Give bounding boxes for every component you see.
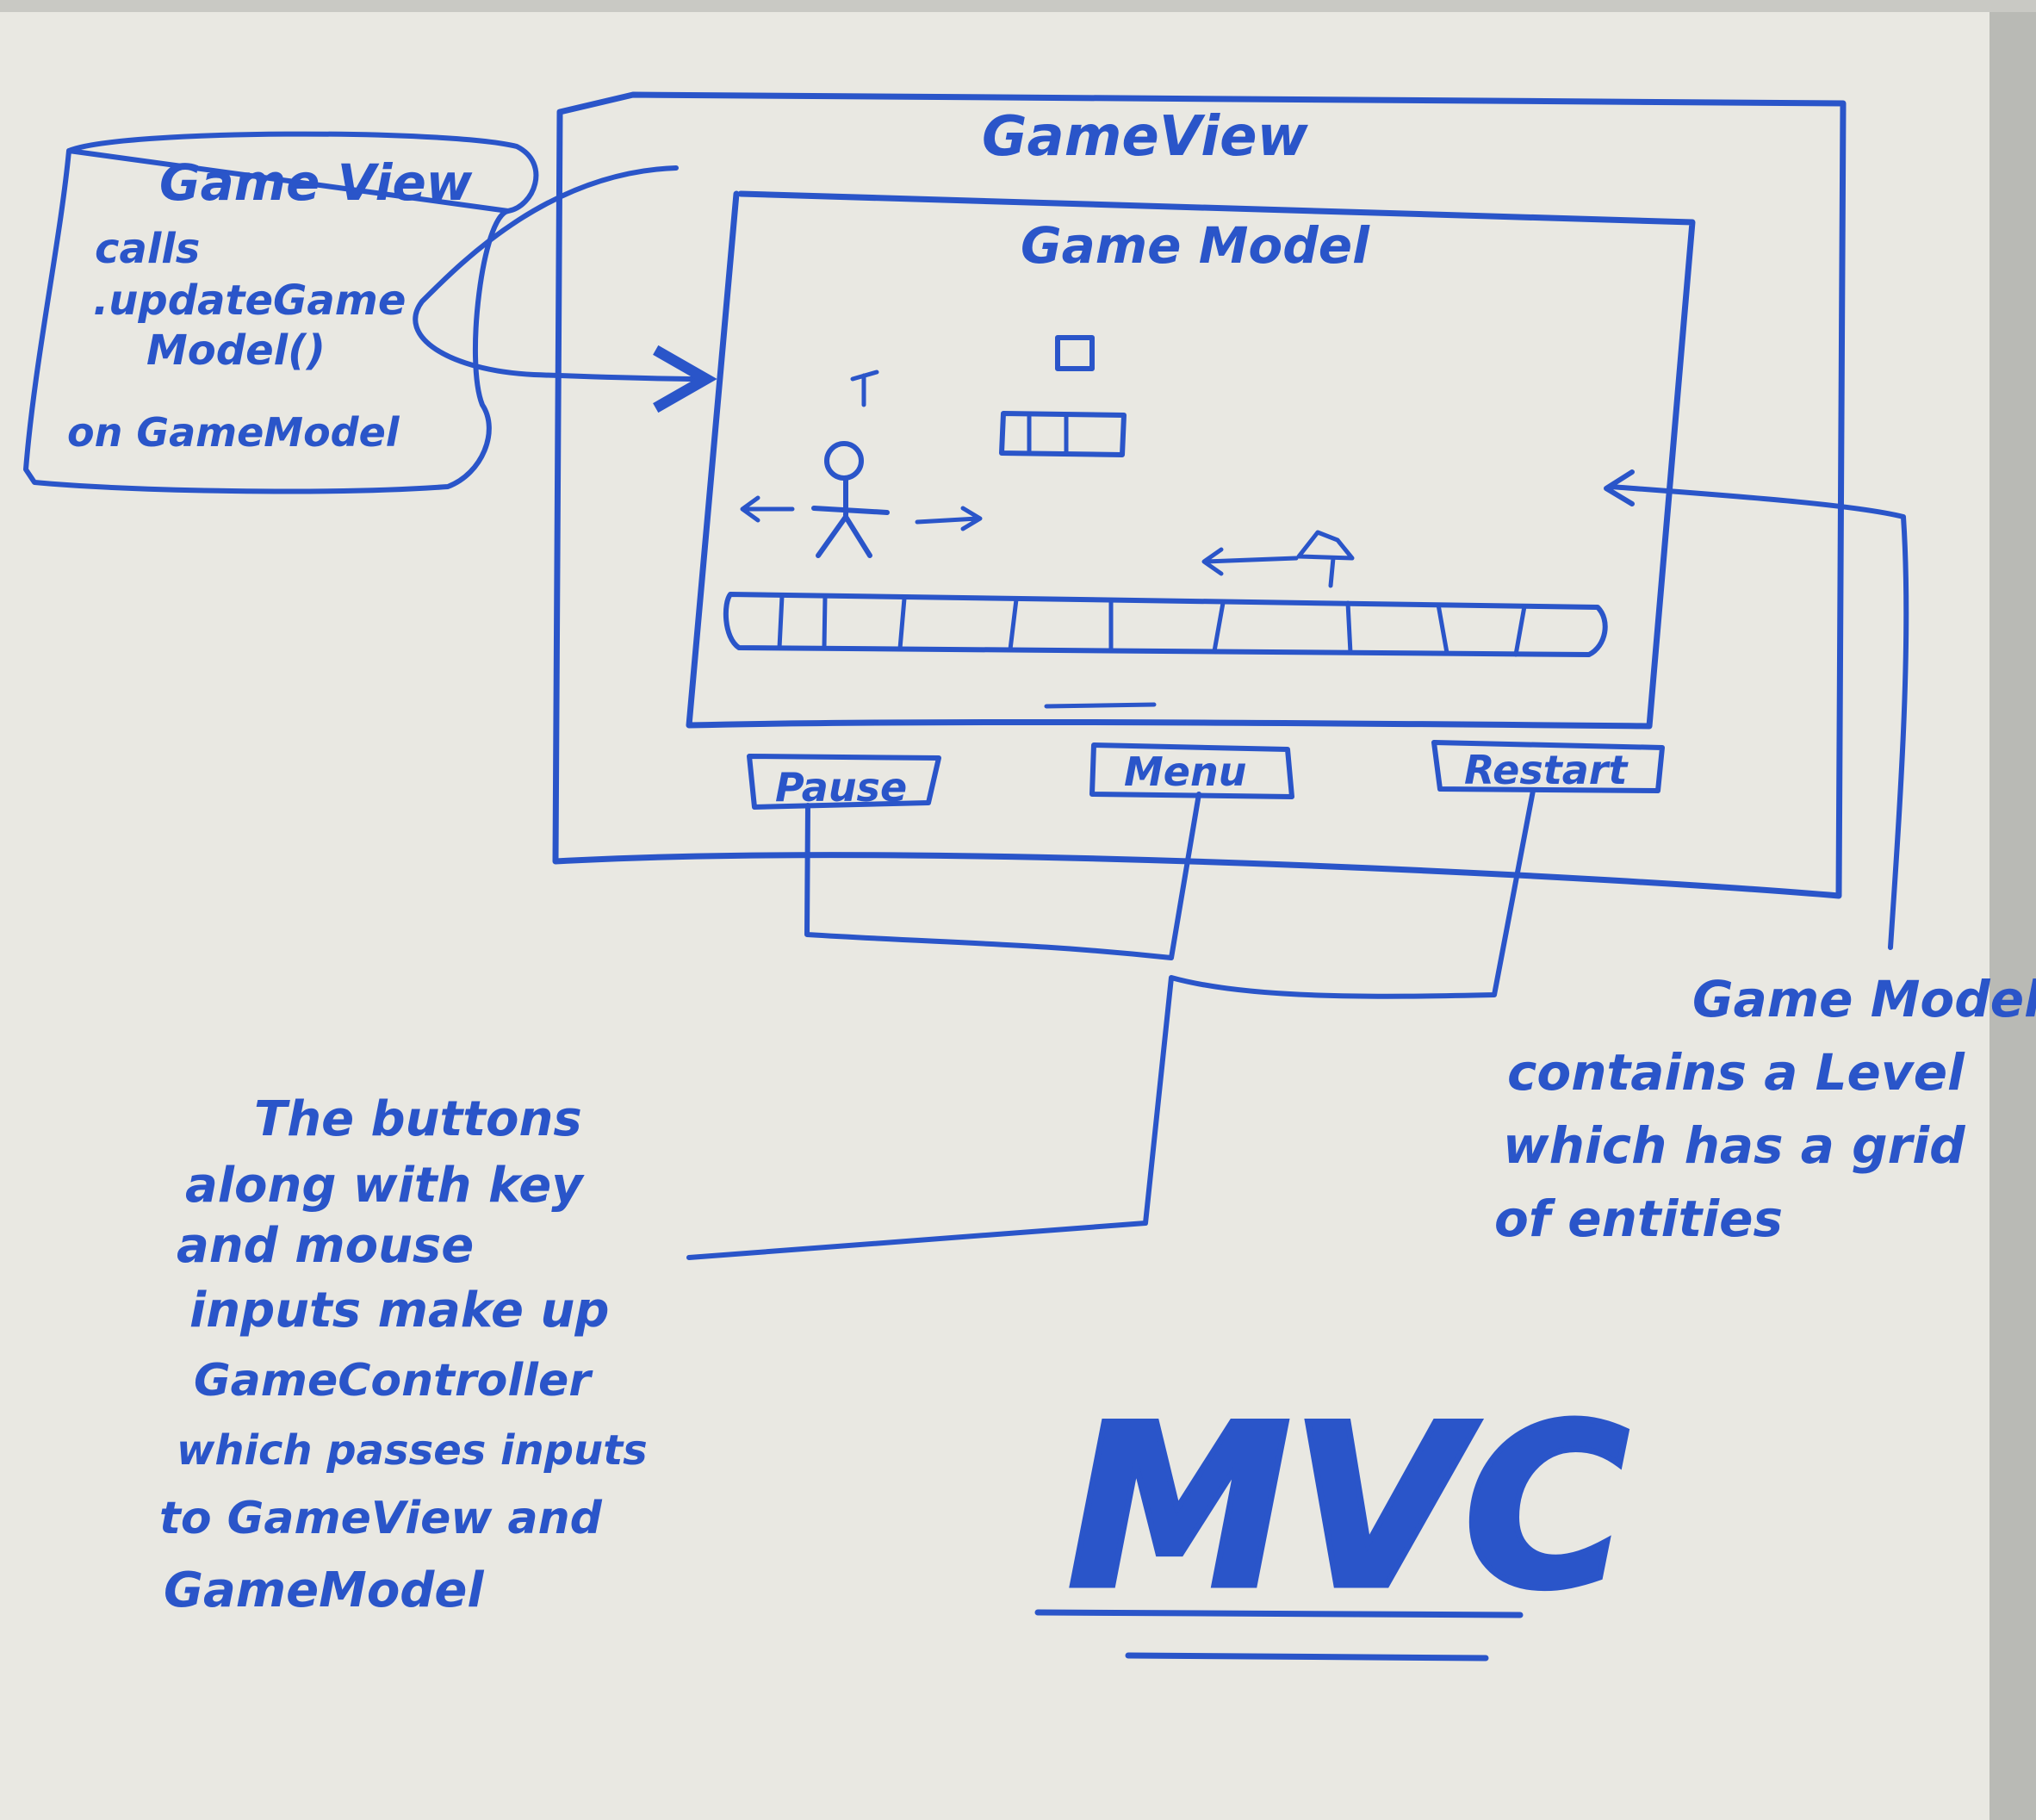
note-left-title: Game View	[159, 153, 473, 212]
note-controller-line-3: and mouse	[177, 1218, 474, 1274]
menu-button-label: Menu	[1124, 748, 1246, 795]
restart-button-outline	[1431, 740, 1665, 793]
note-outline	[23, 131, 539, 494]
note-controller: The buttons along with key and mouse inp…	[159, 1091, 648, 1618]
note-level-line-2: contains a Level	[1507, 1043, 1965, 1102]
arrow-left-enemy-icon	[1201, 547, 1299, 576]
small-platform-outline	[999, 411, 1127, 457]
note-controller-line-7: to GameView and	[159, 1493, 603, 1544]
note-controller-line-2: along with key	[185, 1158, 585, 1214]
board-frame-top	[0, 0, 2036, 12]
restart-button: Restart	[1431, 740, 1665, 793]
gamemodel-title: Game Model	[1021, 216, 1370, 275]
note-controller-line-8: GameModel	[164, 1562, 484, 1618]
ground-platform-tiles	[777, 593, 1527, 657]
arrow-up-icon	[1296, 530, 1355, 588]
arrow-right-icon	[915, 506, 983, 531]
restart-button-label: Restart	[1464, 747, 1629, 793]
arrow-update-model	[413, 165, 717, 413]
note-gameview-calls: Game View calls .updateGame Model() on G…	[23, 131, 539, 494]
note-left-line-1: calls	[95, 225, 200, 273]
controller-connector	[686, 788, 1536, 1260]
note-left-line-3: Model()	[146, 326, 326, 375]
gamemodel-box	[686, 190, 1696, 730]
note-left-line-4: on GameModel	[67, 409, 400, 456]
mvc-heading: MVC	[1034, 1376, 1631, 1662]
mvc-label: MVC	[1068, 1378, 1629, 1638]
note-controller-line-1: The buttons	[254, 1091, 582, 1147]
pause-button-label: Pause	[775, 764, 907, 811]
note-level: Game Model contains a Level which has a …	[1494, 970, 2036, 1248]
gameview-underline	[1044, 702, 1157, 709]
gameview-title: GameView	[982, 105, 1309, 169]
mvc-underline-2	[1125, 1652, 1489, 1662]
figure-body	[811, 475, 890, 558]
board-frame-right	[1989, 0, 2036, 1820]
menu-button: Menu	[1089, 742, 1294, 799]
menu-button-outline	[1089, 742, 1294, 799]
arrow-up-jump-icon	[850, 370, 879, 407]
pause-button: Pause	[747, 754, 941, 811]
arrow-left-icon	[740, 495, 795, 523]
gameview-box	[552, 91, 1847, 899]
note-controller-line-6: which passes inputs	[177, 1426, 648, 1475]
small-platform	[999, 411, 1127, 457]
note-controller-line-4: inputs make up	[189, 1283, 609, 1339]
note-level-line-4: of entities	[1494, 1190, 1783, 1248]
note-level-line-1: Game Model	[1692, 970, 2036, 1028]
ground-platform	[723, 592, 1608, 657]
pause-button-outline	[747, 754, 941, 810]
note-level-line-3: which has a grid	[1503, 1116, 1965, 1175]
block-icon	[1055, 335, 1095, 371]
ground-platform-outline	[723, 592, 1608, 657]
mvc-underline-1	[1034, 1609, 1524, 1618]
note-controller-line-5: GameController	[194, 1355, 593, 1407]
stick-figure-icon	[740, 370, 983, 558]
note-left-line-2: .updateGame	[93, 276, 406, 325]
arrow-level-to-model	[1604, 469, 1909, 950]
